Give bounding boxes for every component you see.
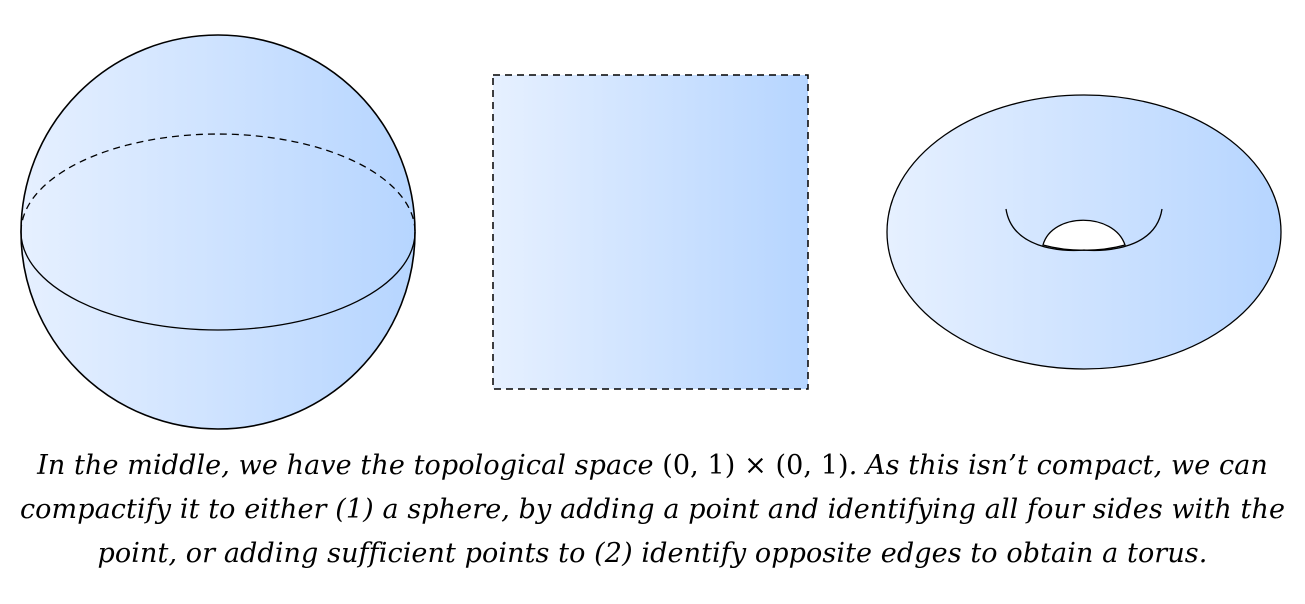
torus [886,94,1282,370]
caption-line-1-start: In the middle, we have the topological s… [37,450,663,481]
compactification-figure [20,34,1282,430]
caption-line-3: point, or adding sufficient points to (2… [97,538,1208,569]
sphere-equator-back [20,133,416,233]
sphere-body [20,34,416,430]
figure-caption: In the middle, we have the topological s… [0,444,1305,576]
caption-line-1-end: . As this isn’t compact, we can [848,450,1268,481]
sphere [20,34,416,430]
caption-line-1: In the middle, we have the topological s… [0,444,1305,488]
caption-line-2: compactify it to either (1) a sphere, by… [19,494,1286,525]
torus-inner-rim [1005,208,1163,252]
torus-hole [1042,219,1126,251]
sphere-equator-front [20,231,416,331]
open-square [492,74,809,390]
caption-math-product-space: (0, 1) × (0, 1) [662,450,849,481]
open-square-body [492,74,809,390]
